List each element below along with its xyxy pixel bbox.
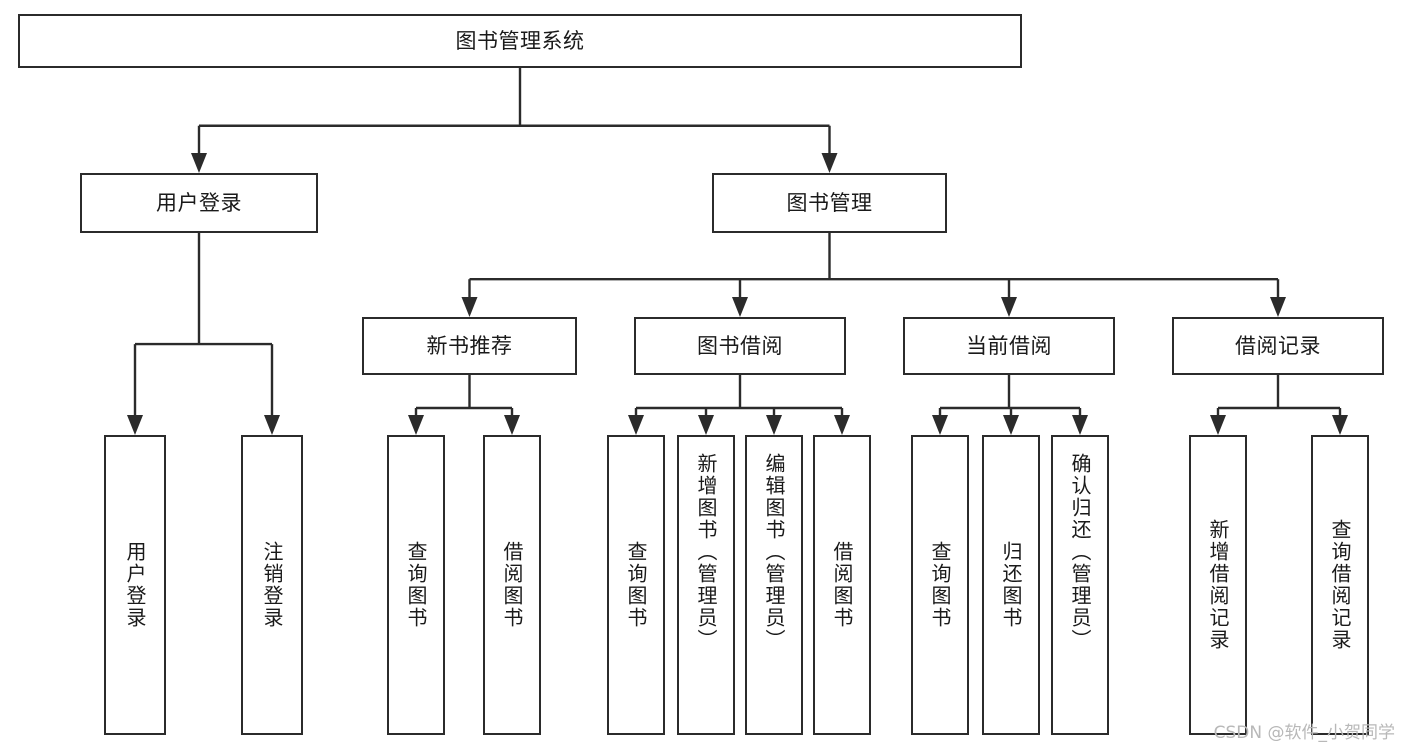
connector-arrow-2-2 [1001, 297, 1017, 317]
watermark-label: CSDN @软件_小贺同学 [1213, 723, 1395, 743]
node-leaf-4[interactable]: 借阅图书 [483, 435, 541, 735]
node-label: 用户登录 [156, 190, 242, 215]
connector-arrow-5-0 [932, 415, 948, 435]
node-label: 新增借阅记录 [1206, 519, 1230, 651]
connector-arrow-4-3 [834, 415, 850, 435]
node-label: 图书管理系统 [455, 28, 585, 53]
node-label: 注销登录 [260, 541, 284, 629]
node-label: 新书推荐 [426, 333, 513, 358]
connector-arrow-4-1 [698, 415, 714, 435]
node-leaf-8[interactable]: 借阅图书 [813, 435, 871, 735]
node-label: 当前借阅 [966, 333, 1052, 358]
node-root[interactable]: 图书管理系统 [18, 14, 1022, 68]
node-leaf-10[interactable]: 归还图书 [982, 435, 1040, 735]
connector-arrow-4-2 [766, 415, 782, 435]
node-leaf-3[interactable]: 查询图书 [387, 435, 445, 735]
connector-arrow-1-1 [264, 415, 280, 435]
node-leaf-1[interactable]: 用户登录 [104, 435, 166, 735]
connector-arrow-3-1 [504, 415, 520, 435]
node-label: 查询借阅记录 [1328, 519, 1352, 651]
node-label: 归还图书 [999, 541, 1023, 629]
node-leaf-5[interactable]: 查询图书 [607, 435, 665, 735]
connector-arrow-6-1 [1332, 415, 1348, 435]
node-label: 借阅图书 [500, 541, 524, 629]
node-leaf-9[interactable]: 查询图书 [911, 435, 969, 735]
connector-arrow-2-1 [732, 297, 748, 317]
node-l2-c[interactable]: 当前借阅 [903, 317, 1115, 375]
node-leaf-7[interactable]: 编辑图书（管理员） [745, 435, 803, 735]
connector-arrow-5-2 [1072, 415, 1088, 435]
node-label: 查询图书 [624, 541, 648, 629]
node-leaf-11[interactable]: 确认归还（管理员） [1051, 435, 1109, 735]
connector-arrow-1-0 [127, 415, 143, 435]
node-label: 用户登录 [123, 541, 147, 629]
node-l1-a[interactable]: 用户登录 [80, 173, 318, 233]
connector-arrow-2-0 [461, 297, 478, 317]
connector-arrow-0-0 [191, 153, 207, 173]
node-label: 确认归还（管理员） [1068, 453, 1092, 651]
node-leaf-2[interactable]: 注销登录 [241, 435, 303, 735]
connector-arrow-5-1 [1003, 415, 1019, 435]
connector-arrow-4-0 [628, 415, 644, 435]
connector-arrow-3-0 [408, 415, 424, 435]
node-label: 查询图书 [404, 541, 428, 629]
node-l1-b[interactable]: 图书管理 [712, 173, 947, 233]
connector-arrow-6-0 [1210, 415, 1226, 435]
node-label: 图书借阅 [697, 333, 783, 358]
node-l2-a[interactable]: 新书推荐 [362, 317, 577, 375]
node-label: 借阅记录 [1235, 333, 1321, 358]
node-leaf-6[interactable]: 新增图书（管理员） [677, 435, 735, 735]
node-l2-b[interactable]: 图书借阅 [634, 317, 846, 375]
node-label: 查询图书 [928, 541, 952, 629]
node-label: 借阅图书 [830, 541, 854, 629]
node-leaf-13[interactable]: 查询借阅记录 [1311, 435, 1369, 735]
node-label: 编辑图书（管理员） [762, 453, 786, 651]
node-label: 新增图书（管理员） [694, 453, 718, 651]
node-label: 图书管理 [786, 190, 873, 215]
node-leaf-12[interactable]: 新增借阅记录 [1189, 435, 1247, 735]
connector-arrow-2-3 [1270, 297, 1286, 317]
connector-arrow-0-1 [821, 153, 838, 173]
node-l2-d[interactable]: 借阅记录 [1172, 317, 1384, 375]
